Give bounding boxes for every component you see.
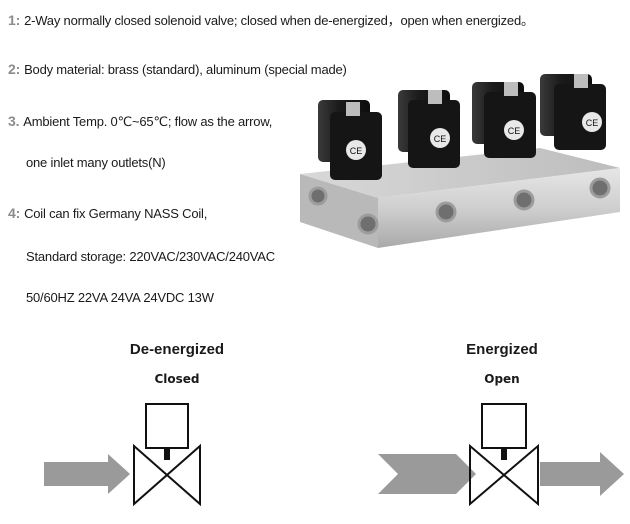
valve-coil-1: CE [318, 100, 382, 180]
valve-coil-2: CE [398, 90, 460, 168]
open-label: Open [484, 372, 520, 386]
ce-mark: CE [434, 134, 447, 144]
ce-mark: CE [350, 146, 363, 156]
outlet-ports [308, 177, 611, 235]
manifold-front-face [378, 168, 620, 248]
open-valve-symbol [378, 403, 624, 507]
actuator-box [481, 403, 527, 449]
spec-item-4-power: 50/60HZ 22VA 24VA 24VDC 13W [26, 290, 214, 305]
spec-text: one inlet many outlets(N) [26, 155, 166, 170]
bowtie-valve [469, 443, 539, 507]
spec-text: Ambient Temp. 0℃~65℃; flow as the arrow, [23, 114, 273, 129]
closed-valve-symbol [44, 403, 201, 507]
de-energized-title: De-energized [129, 341, 225, 358]
valve-coil-4: CE [540, 74, 606, 150]
spec-text: 2-Way normally closed solenoid valve; cl… [24, 13, 534, 28]
inlet-arrow [378, 454, 476, 494]
outlet-arrow [540, 452, 624, 496]
spec-item-2: 2:Body material: brass (standard), alumi… [8, 61, 347, 77]
spec-number: 2: [8, 61, 21, 77]
inlet-arrow [44, 454, 130, 494]
energized-title: Energized [466, 341, 538, 358]
spec-item-1: 1:2-Way normally closed solenoid valve; … [8, 10, 534, 29]
spec-item-3-continued: one inlet many outlets(N) [26, 155, 166, 170]
manifold-top-face [300, 148, 620, 198]
spec-text: 50/60HZ 22VA 24VA 24VDC 13W [26, 290, 214, 305]
spec-item-4: 4:Coil can fix Germany NASS Coil, [8, 205, 207, 221]
spec-number: 1: [8, 12, 21, 28]
valve-coil-3: CE [472, 82, 536, 158]
spec-item-3: 3.Ambient Temp. 0℃~65℃; flow as the arro… [8, 113, 272, 130]
ce-mark: CE [586, 118, 599, 128]
spec-text: Body material: brass (standard), aluminu… [24, 62, 347, 77]
spec-text: Coil can fix Germany NASS Coil, [24, 206, 208, 221]
ce-mark: CE [508, 126, 521, 136]
spec-number: 4: [8, 205, 21, 221]
spec-number: 3. [8, 113, 20, 129]
closed-label: Closed [154, 372, 200, 386]
valve-manifold-photo: CE CE CE CE [300, 74, 620, 248]
actuator-box [145, 403, 189, 449]
bowtie-valve [133, 443, 201, 507]
spec-text: Standard storage: 220VAC/230VAC/240VAC [26, 249, 275, 264]
spec-item-4-voltage: Standard storage: 220VAC/230VAC/240VAC [26, 249, 275, 264]
